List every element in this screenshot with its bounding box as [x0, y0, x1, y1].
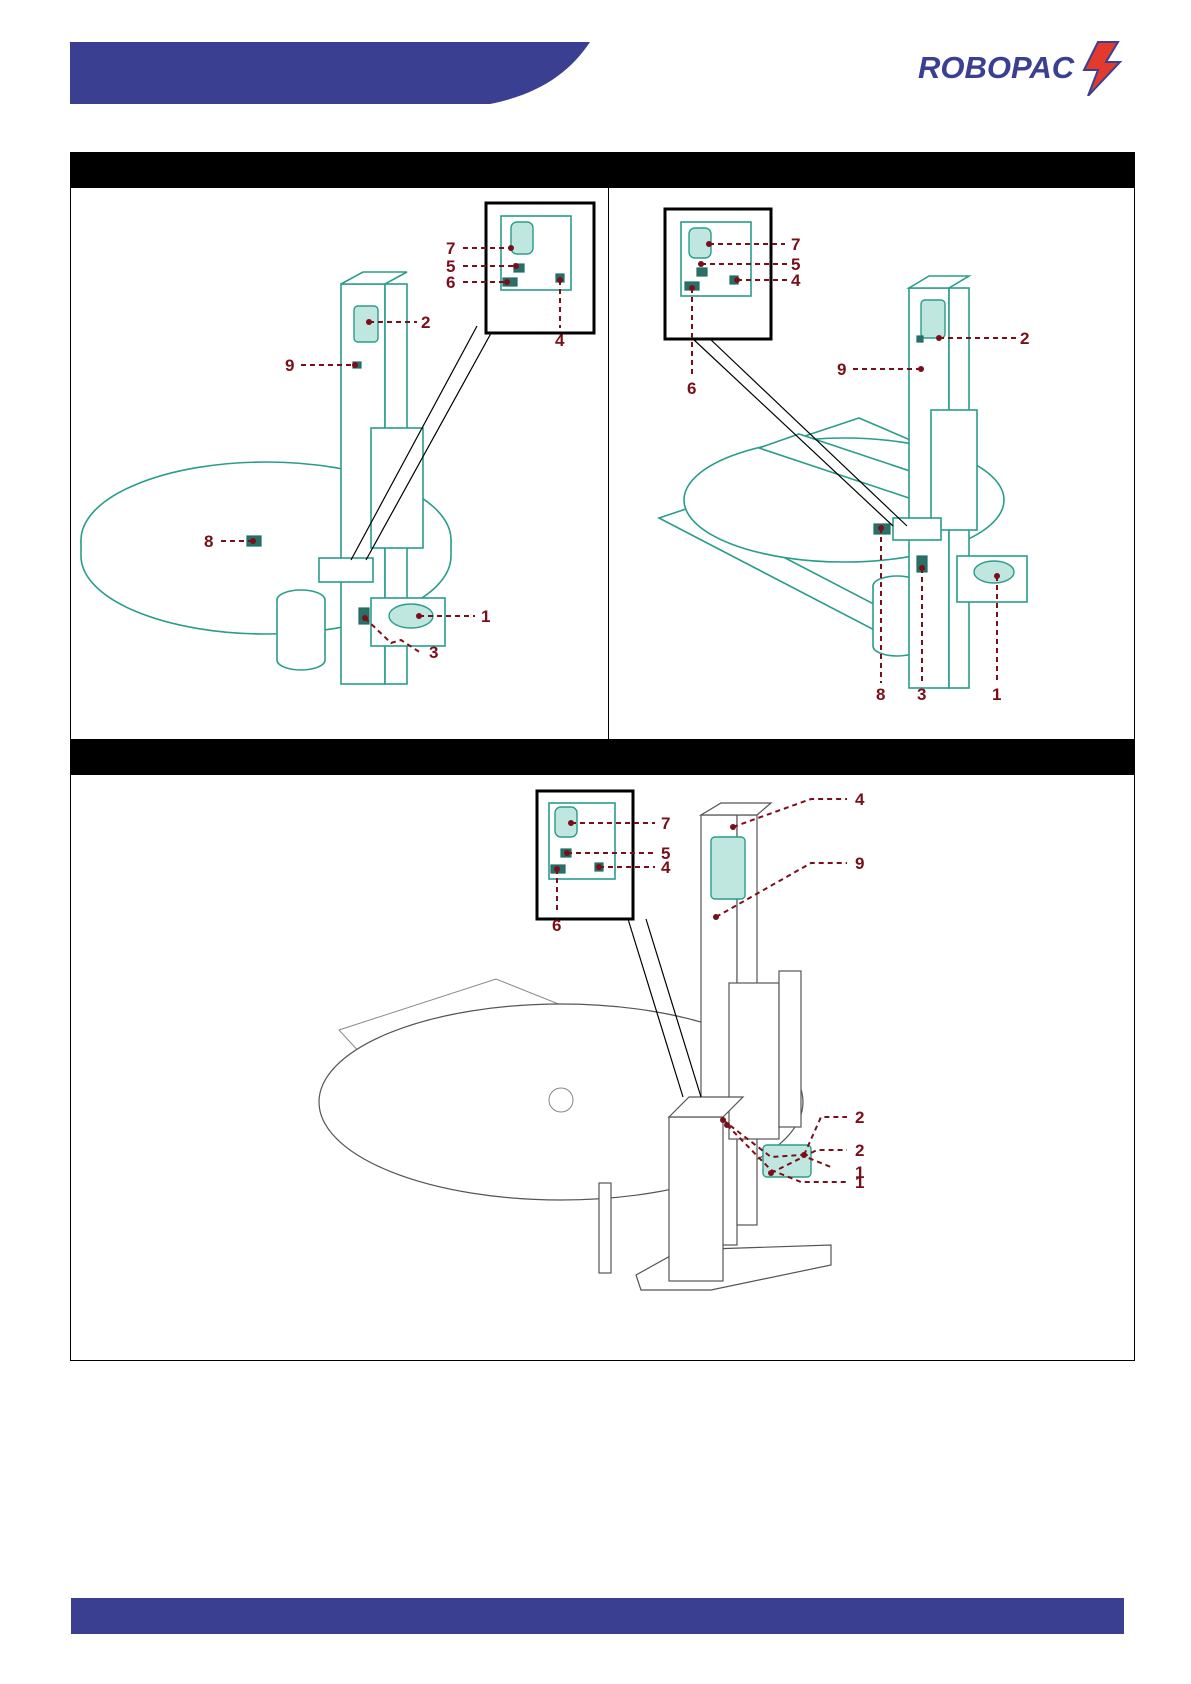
svg-text:9: 9: [855, 854, 864, 873]
motor-1: [974, 561, 1014, 583]
figure-top-right-drawing: 1 2 3 4 5 6 7 8: [609, 188, 1134, 738]
motor-1: [389, 604, 433, 628]
motor-4: [711, 837, 745, 899]
motor-2: [921, 300, 945, 338]
figure-top-left: 1 2 3 4 5 6 7 8: [71, 188, 607, 738]
logo-text: ROBOPAC: [918, 50, 1074, 86]
sensor-9: [917, 336, 923, 342]
svg-text:9: 9: [837, 360, 846, 379]
svg-text:5: 5: [661, 844, 670, 863]
electrical-cabinet: [931, 410, 977, 530]
header-band: [70, 42, 590, 104]
figure-bottom: 1 1 2 2 4 4 5 6: [71, 775, 1134, 1360]
svg-text:2: 2: [1020, 329, 1029, 348]
svg-text:6: 6: [446, 273, 455, 292]
figure-bottom-drawing: 1 1 2 2 4 4 5 6: [71, 775, 1134, 1360]
svg-text:3: 3: [429, 643, 438, 662]
svg-text:2: 2: [855, 1108, 864, 1127]
svg-text:6: 6: [687, 379, 696, 398]
electrical-cabinet: [371, 428, 423, 548]
base: [636, 1245, 831, 1290]
svg-text:7: 7: [661, 814, 670, 833]
svg-text:4: 4: [855, 790, 865, 809]
robopac-logo: ROBOPAC: [918, 40, 1130, 96]
svg-text:1: 1: [992, 685, 1001, 704]
svg-text:5: 5: [791, 255, 800, 274]
svg-text:3: 3: [917, 685, 926, 704]
svg-text:8: 8: [876, 685, 885, 704]
svg-text:6: 6: [552, 916, 561, 935]
post: [599, 1183, 611, 1273]
electrical-cabinet: [729, 983, 779, 1139]
svg-text:9: 9: [285, 356, 294, 375]
footer-band: [71, 1598, 1124, 1634]
svg-text:8: 8: [204, 532, 213, 551]
svg-text:4: 4: [555, 331, 565, 350]
svg-text:1: 1: [481, 607, 490, 626]
carriage: [669, 1117, 723, 1281]
svg-text:7: 7: [446, 239, 455, 258]
section-bar-top: [70, 152, 1135, 188]
figure-top-right: 1 2 3 4 5 6 7 8: [609, 188, 1134, 738]
svg-text:1: 1: [855, 1173, 864, 1192]
logo-bolt-icon: [1076, 40, 1126, 96]
carriage: [893, 518, 941, 540]
svg-text:7: 7: [791, 235, 800, 254]
figure-top-left-drawing: 1 2 3 4 5 6 7 8: [71, 188, 607, 738]
svg-text:2: 2: [855, 1141, 864, 1160]
carriage: [319, 558, 373, 582]
svg-text:2: 2: [421, 313, 430, 332]
motor-2: [354, 306, 378, 342]
section-bar-middle: [70, 739, 1135, 775]
